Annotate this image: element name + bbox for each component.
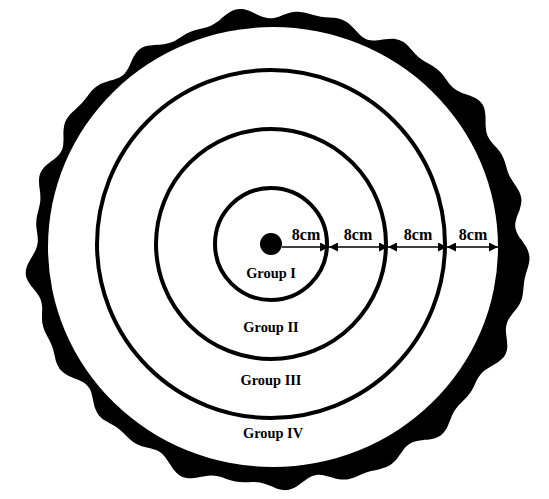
group-label: Group III bbox=[95, 371, 447, 389]
group-label: Group II bbox=[154, 318, 388, 336]
dimension-arrow bbox=[447, 246, 498, 248]
dimension-arrows bbox=[282, 247, 498, 248]
bark bbox=[26, 9, 530, 490]
dimension-arrow bbox=[329, 246, 388, 248]
group-label: Group IV bbox=[48, 424, 498, 442]
dimension-arrow bbox=[388, 246, 447, 248]
pith bbox=[260, 233, 282, 255]
group-label: Group I bbox=[213, 264, 329, 282]
dimension-label: 8cm bbox=[459, 226, 487, 244]
dimension-label: 8cm bbox=[344, 226, 372, 244]
dimension-label: 8cm bbox=[292, 226, 320, 244]
dimension-label: 8cm bbox=[404, 226, 432, 244]
dimension-arrow bbox=[282, 246, 329, 248]
